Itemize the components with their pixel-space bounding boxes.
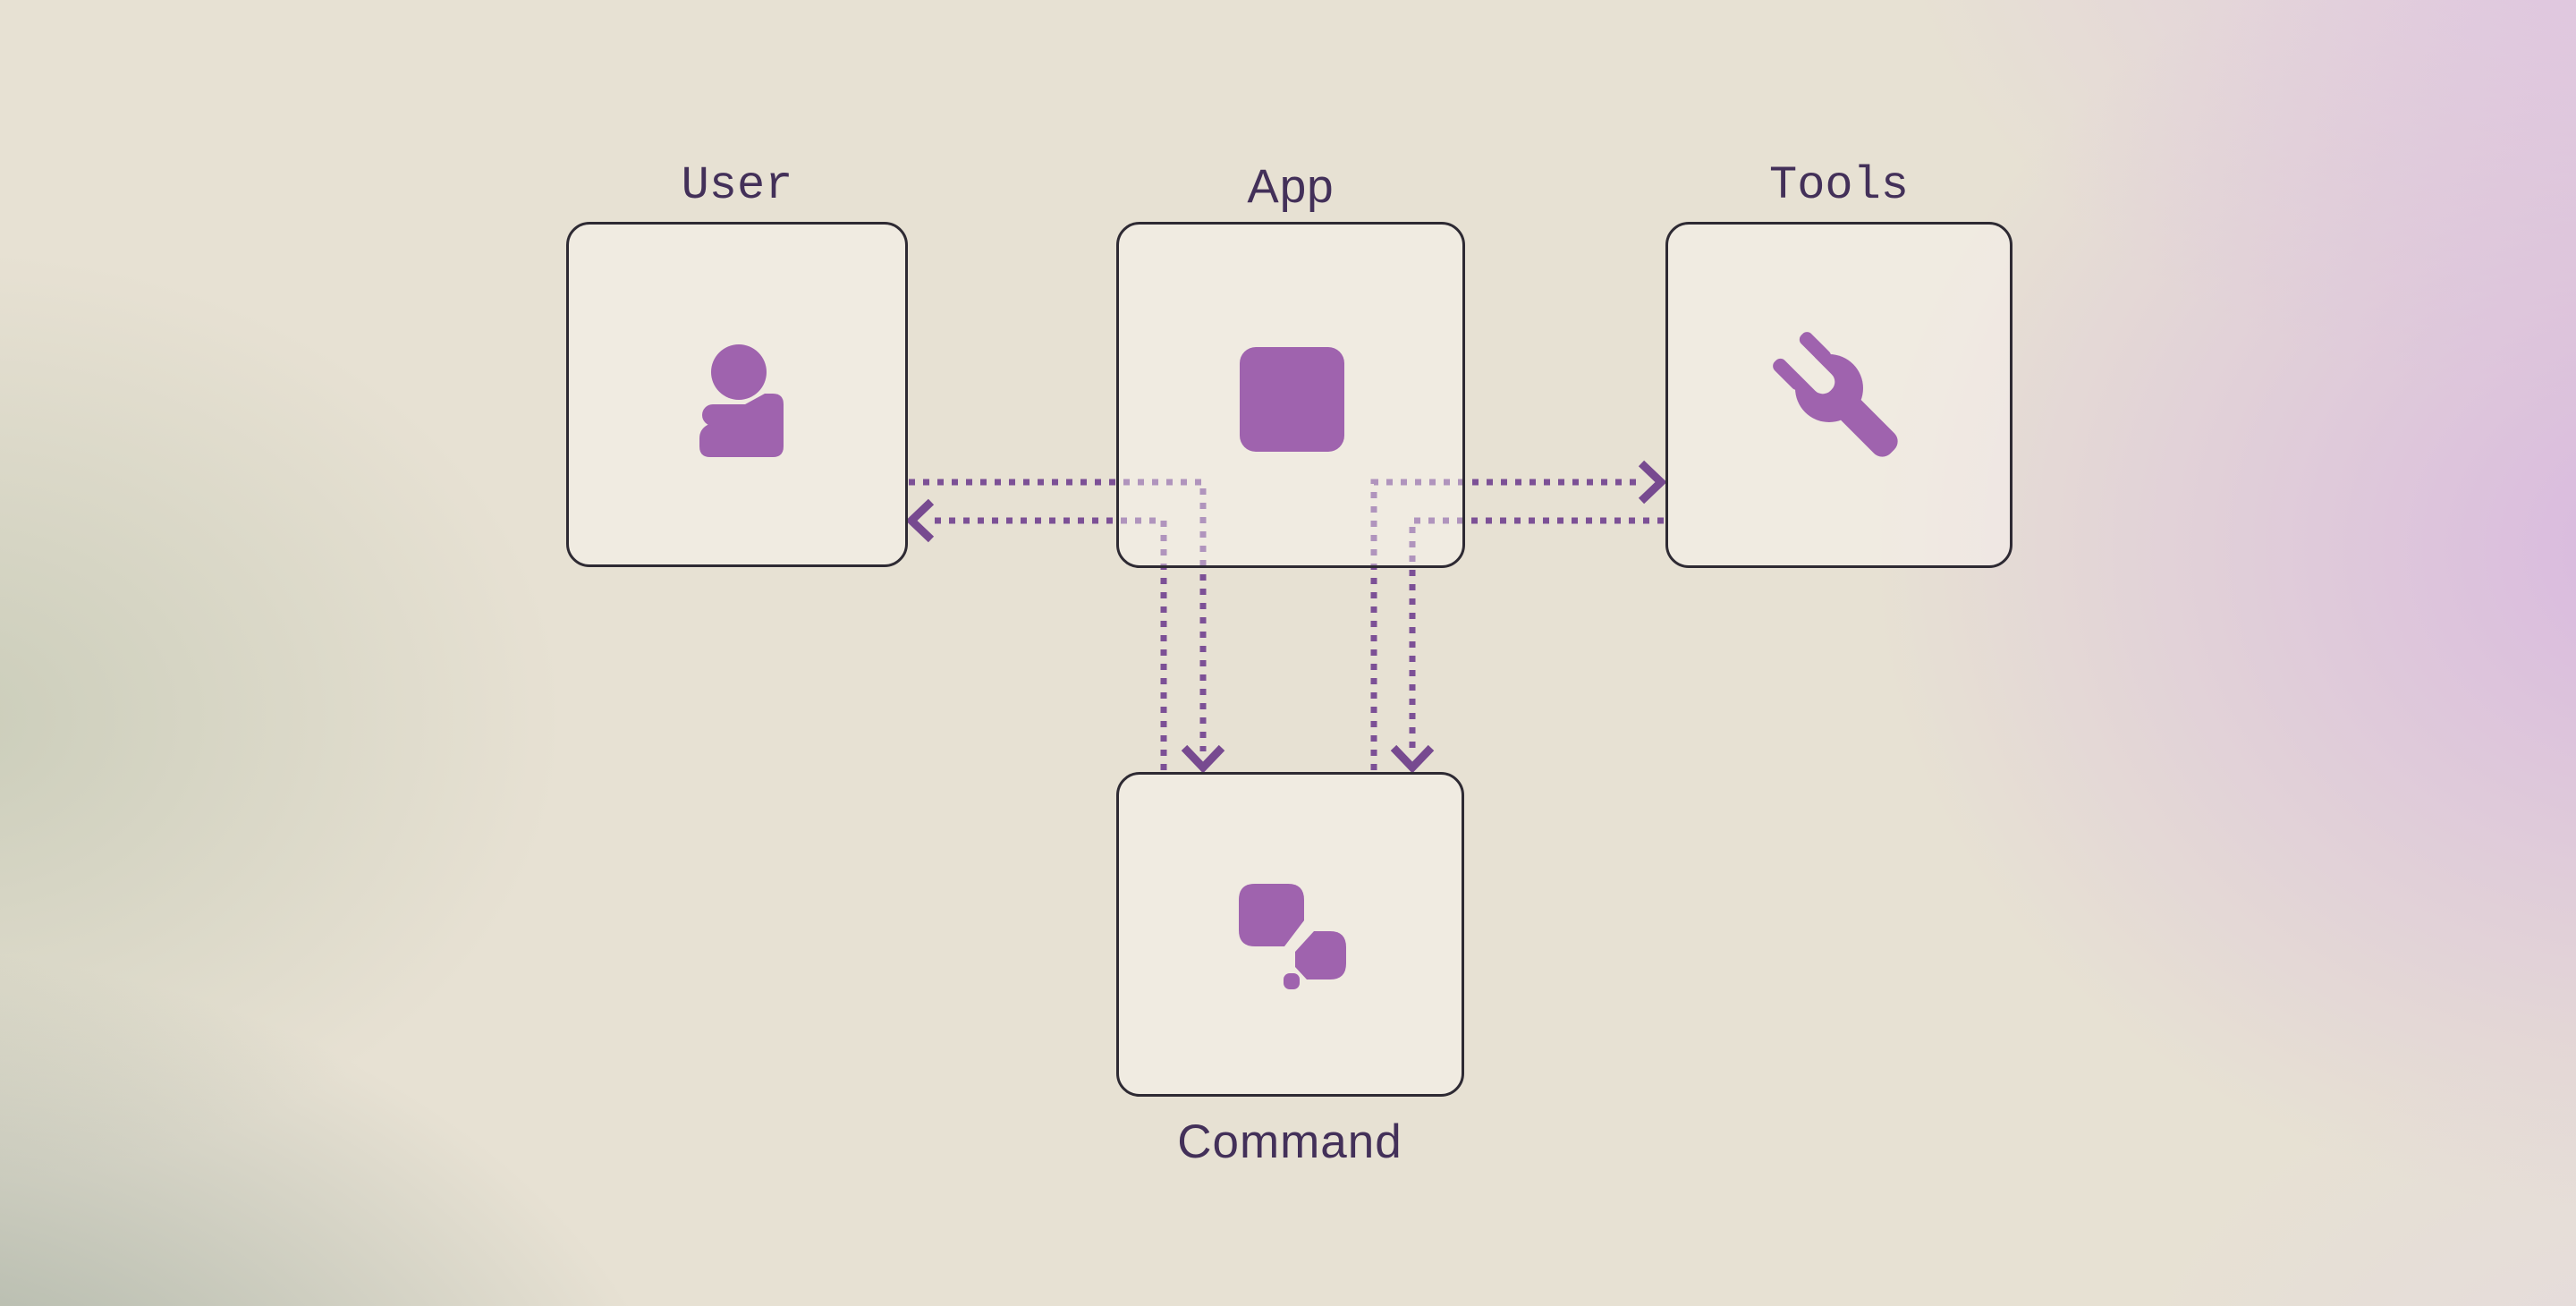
node-app-label: App [1247,160,1335,213]
wrench-icon [1769,325,1912,468]
app-icon [1240,347,1344,452]
node-app [1116,222,1465,568]
edge-command-to-tools-line [1370,479,1641,770]
edge-user-to-command-line [909,479,1207,751]
person-icon [699,344,784,457]
edge-user-to-command [909,479,1225,774]
command-icon [1239,884,1346,989]
edge-tools-to-command [1390,517,1664,774]
edge-command-to-tools [1370,460,1667,770]
edge-tools-to-command-line [1409,517,1664,751]
edge-command-to-user-line [932,517,1167,770]
node-command-label: Command [1177,1115,1402,1168]
node-user [566,222,908,567]
edge-command-to-user [905,498,1167,770]
node-tools-label: Tools [1768,159,1910,212]
arrow-head-left-icon [905,498,935,543]
arrow-head-down-icon [1181,744,1225,774]
node-tools [1665,222,2012,568]
node-command [1116,772,1464,1097]
node-user-label: User [681,159,793,212]
arrow-head-down-icon [1390,744,1435,774]
arrow-head-right-icon [1638,460,1667,505]
